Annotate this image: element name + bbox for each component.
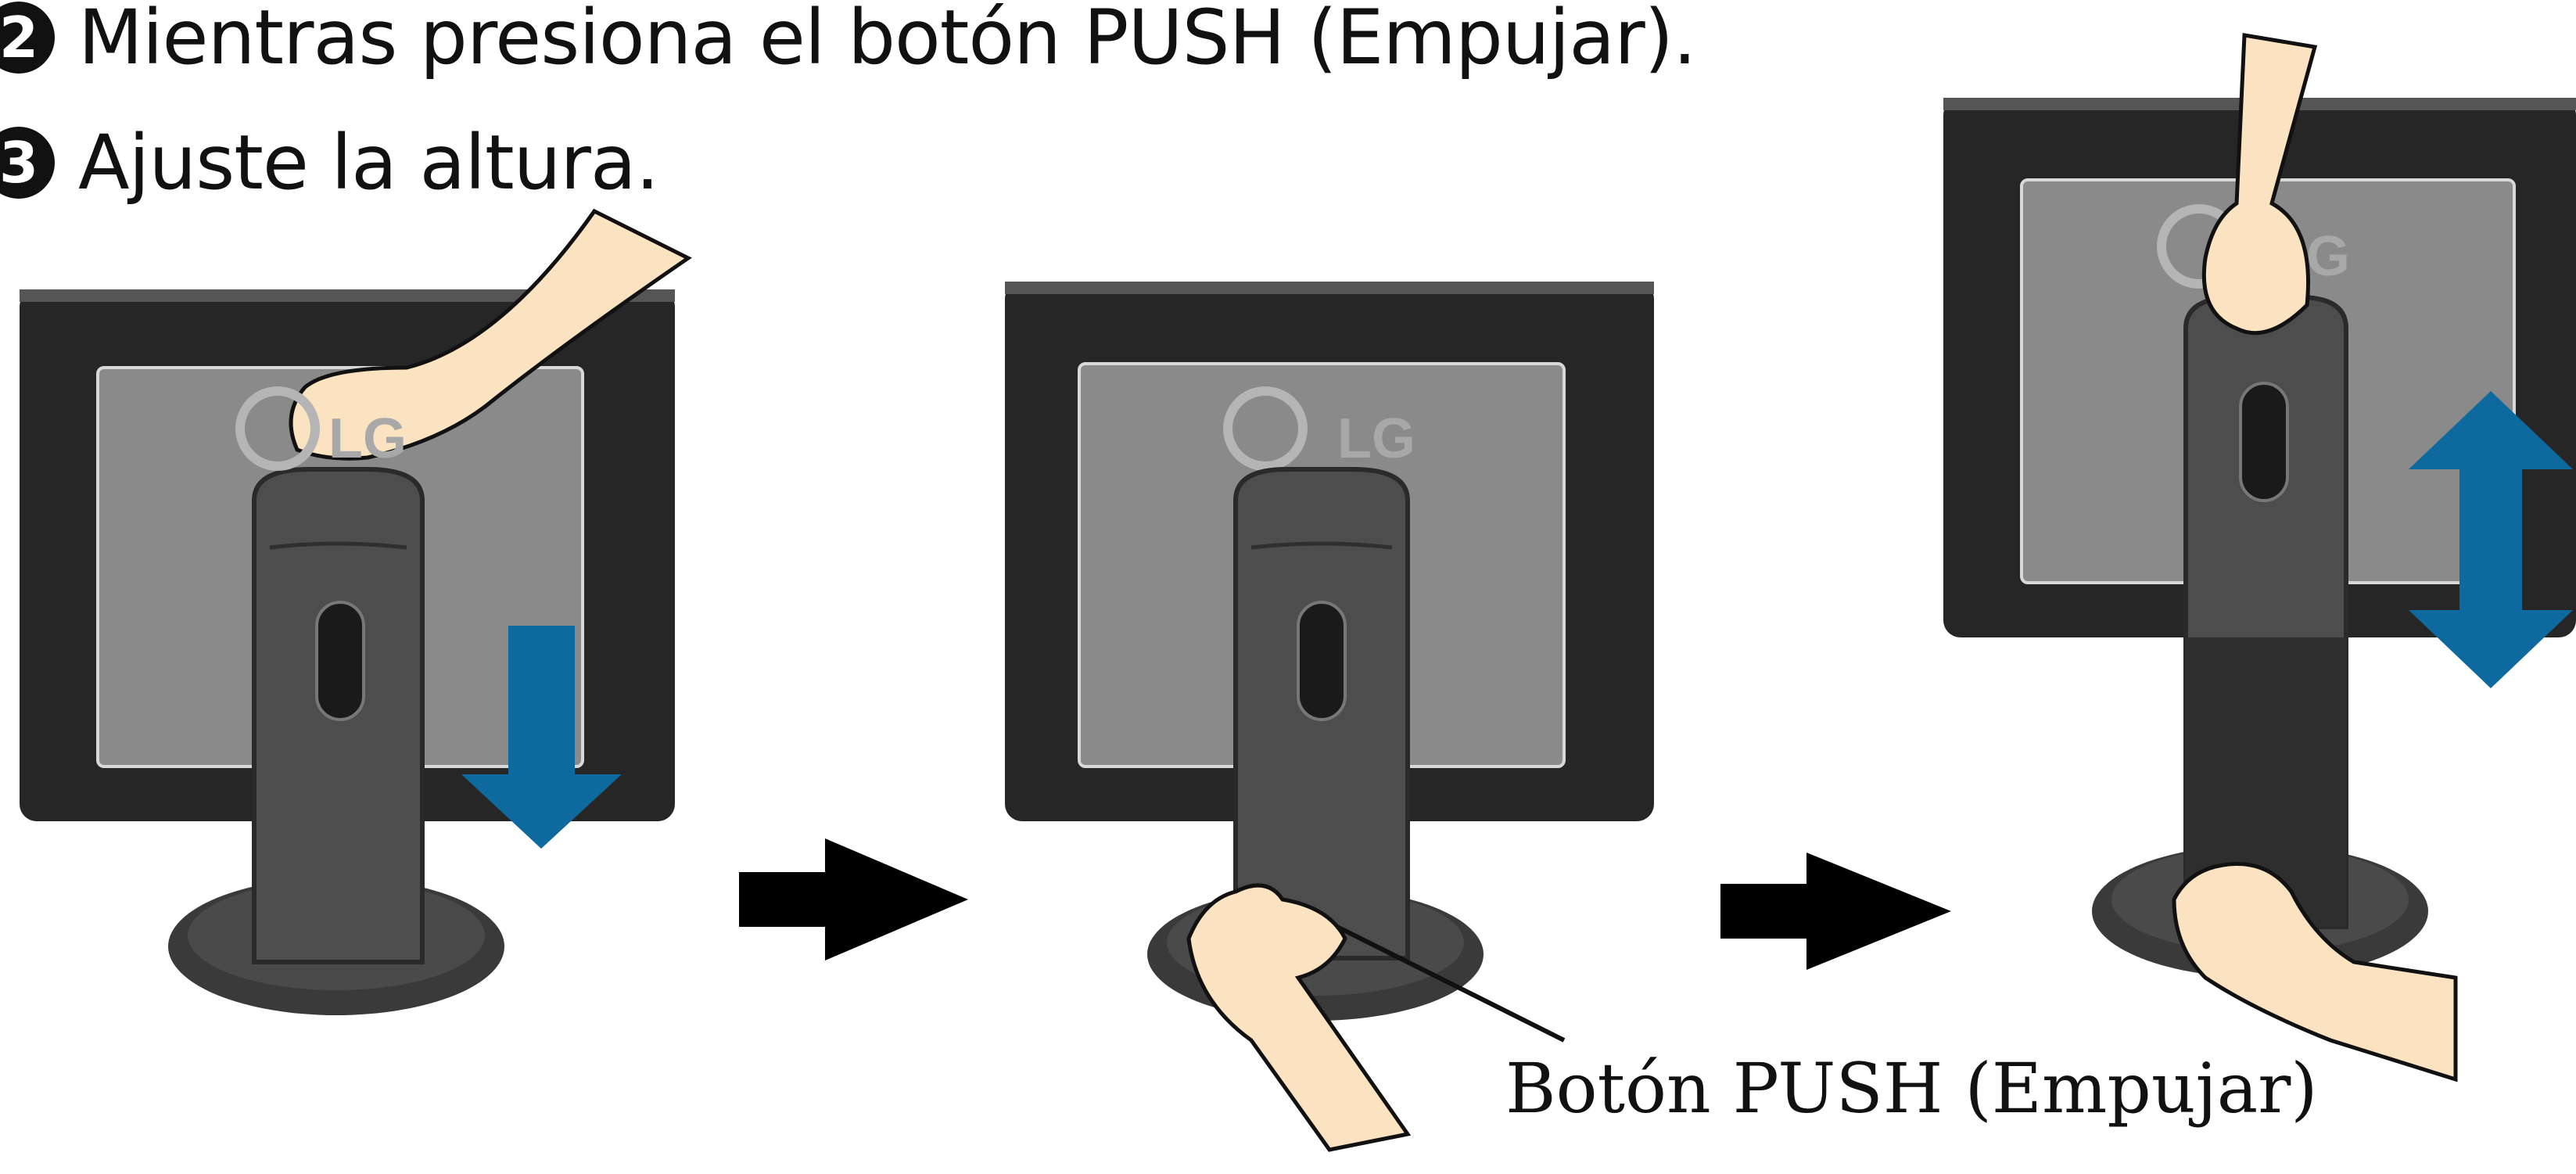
panel-1-down-arrow-icon [461,626,622,849]
panel-2-logo-text: LG [1337,407,1415,470]
panel-3-bottom-hand-icon [2172,861,2458,1082]
panel-2-neck-seam [1250,541,1393,550]
step-2-instruction: 2 Mientras presiona el botón PUSH (Empuj… [0,0,1697,81]
step-3-number-badge: 3 [0,127,55,199]
step-3-instruction: 3 Ajuste la altura. [0,119,659,206]
panel-1-logo-text: LG [328,407,407,470]
step-2-number-badge: 2 [0,2,55,74]
panel-1-frame-highlight [20,289,675,302]
panel-3-adjust-height: LG [1943,33,2576,1082]
panel-1-cable-slot [315,601,365,721]
panel-2-lg-logo-icon [1223,386,1308,471]
panel-1-neck-seam [269,541,407,550]
next-step-arrow-2-icon [1720,853,1951,970]
panel-2-hold-button: LG [1005,282,1654,1152]
panel-3-cable-slot [2239,382,2289,502]
panel-1-hand-icon [289,208,692,461]
next-step-arrow-1-icon [739,838,968,960]
panel-1-press-push [20,208,692,1015]
panel-3-top-hand-icon [2201,33,2318,336]
panel-2-frame-highlight [1005,282,1654,294]
push-button-label: Botón PUSH (Empujar) [1505,1048,2318,1129]
panel-2-cable-slot [1297,601,1347,721]
step-3-text: Ajuste la altura. [78,119,659,206]
panel-3-up-down-arrow-icon [2409,391,2573,688]
panel-1-lg-logo-icon [235,386,320,471]
step-2-text: Mientras presiona el botón PUSH (Empujar… [78,0,1697,81]
push-button-callout-line [1336,924,1566,1043]
